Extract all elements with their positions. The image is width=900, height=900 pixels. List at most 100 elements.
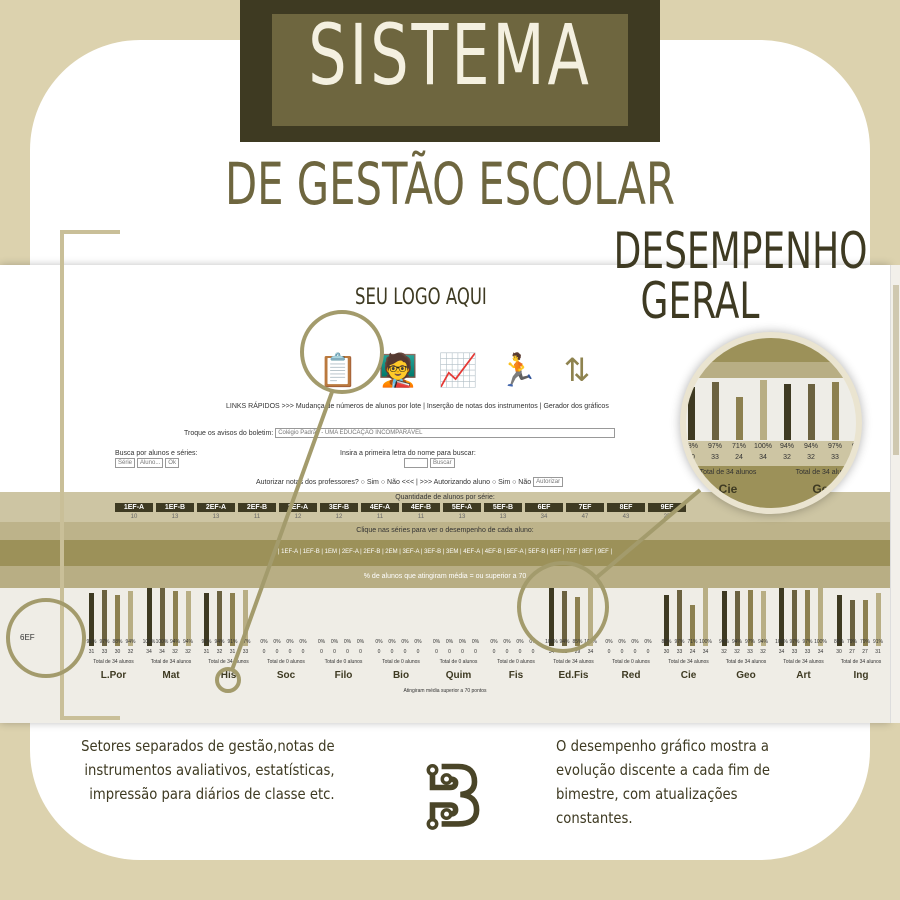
right-description: O desempenho gráfico mostra a evolução d…	[556, 737, 770, 827]
authorize-button[interactable]: Autorizar	[533, 477, 564, 487]
exit-door-icon[interactable]: 🏃	[498, 352, 538, 388]
series-name[interactable]: 5EF-B	[484, 503, 522, 512]
count-label: 0	[633, 649, 637, 655]
authorize-options[interactable]: Autorizar notas dos professores? ○ Sim ○…	[256, 478, 532, 486]
series-cell[interactable]: 1EF-B 13	[156, 503, 194, 520]
teacher-icon[interactable]: 🧑‍🏫	[378, 352, 418, 388]
quick-links[interactable]: LINKS RÁPIDOS >>> Mudança de números de …	[226, 403, 609, 410]
main-title: SISTEMA	[308, 6, 592, 104]
chart-bar	[703, 588, 708, 646]
pct-label: 91%	[872, 639, 883, 645]
series-name[interactable]: 3EF-B	[320, 503, 358, 512]
series-count: 12	[335, 514, 343, 520]
pct-label: 94%	[757, 639, 768, 645]
series-name[interactable]: 9EF	[648, 503, 686, 512]
count-label: 0	[646, 649, 650, 655]
subject-label: Ing	[853, 670, 869, 681]
class-label: 6EF	[20, 633, 35, 642]
subject-label: Geo	[736, 670, 756, 681]
count-label: 0	[518, 649, 522, 655]
series-name[interactable]: 4EF-B	[402, 503, 440, 512]
letter-input[interactable]	[404, 458, 428, 468]
ok-button[interactable]: Ok	[165, 458, 179, 468]
count-label: 27	[849, 649, 855, 655]
total-label: Total de 0 alunos	[612, 659, 650, 665]
count-label: 32	[185, 649, 191, 655]
count-label: 0	[461, 649, 464, 655]
chart-bar	[690, 604, 695, 646]
count-label: 0	[275, 649, 279, 655]
subject-label: Red	[621, 670, 641, 681]
series-name[interactable]: 1EF-A	[115, 503, 153, 512]
chart-bar	[805, 589, 810, 646]
lens-subject-label: Cie	[718, 482, 738, 496]
pct-label: 100%	[814, 639, 827, 645]
lens-bar	[832, 381, 839, 440]
clipboard-check-icon[interactable]: 📋	[318, 352, 358, 388]
series-cell[interactable]: 3EF-B 12	[320, 503, 358, 520]
highlight-circle	[517, 561, 609, 653]
chart-bar	[128, 591, 133, 646]
growth-chart-icon[interactable]: 📈	[438, 352, 478, 388]
series-name[interactable]: 2EF-A	[197, 503, 235, 512]
pct-label: 97%	[744, 639, 755, 645]
series-count: 47	[581, 514, 589, 520]
chart-bar	[243, 589, 248, 646]
brand-logo	[426, 763, 480, 830]
lens-bar	[736, 397, 743, 440]
series-name[interactable]: 2EF-B	[238, 503, 276, 512]
chart-bar	[115, 594, 120, 646]
series-cell[interactable]: 3EF-A 12	[279, 503, 317, 520]
subject-label: Cie	[680, 670, 697, 681]
series-count: 12	[294, 514, 302, 520]
series-name[interactable]: 5EF-A	[443, 503, 481, 512]
series-count: 13	[499, 514, 507, 520]
series-links[interactable]: | 1EF-A | 1EF-B | 1EM | 2EF-A | 2EF-B | …	[277, 549, 613, 555]
chart-footer: Atingiram média superior a 70 pontos	[403, 688, 487, 694]
lens-count-label: 30	[687, 454, 695, 461]
scrollbar[interactable]	[890, 265, 900, 723]
pct-title: % de alunos que atingiram média = ou sup…	[363, 573, 527, 580]
pct-label: 0%	[343, 639, 352, 645]
series-name[interactable]: 7EF	[566, 503, 604, 512]
count-label: 24	[689, 649, 696, 655]
total-label: Total de 0 alunos	[497, 659, 535, 665]
chart-bar	[734, 591, 740, 646]
count-label: 33	[242, 649, 249, 655]
total-label: Total de 0 alunos	[324, 659, 363, 665]
search-button[interactable]: Buscar	[429, 458, 455, 468]
series-name[interactable]: 1EF-B	[156, 503, 194, 512]
lens-count-label: 32	[848, 454, 856, 461]
count-label: 34	[159, 649, 165, 655]
transfer-arrows-icon[interactable]: ⇅	[563, 352, 591, 388]
chart-bar	[562, 591, 567, 646]
count-label: 29	[574, 649, 581, 655]
series-name[interactable]: 8EF	[607, 503, 645, 512]
series-count: 13	[171, 514, 179, 520]
series-name[interactable]: 3EF-A	[279, 503, 317, 512]
serie-select[interactable]: Série	[115, 458, 136, 468]
highlight-circle	[6, 598, 86, 678]
aluno-select[interactable]: Aluno...	[136, 458, 164, 468]
series-name[interactable]: 6EF	[525, 503, 563, 512]
series-name[interactable]: 4EF-A	[361, 503, 399, 512]
notice-input[interactable]: Colégio Padrão - UMA EDUCAÇÃO INCOMPARÁV…	[275, 428, 616, 438]
series-cell[interactable]: 5EF-B 13	[484, 503, 522, 520]
series-count: 43	[622, 514, 630, 520]
count-label: 0	[301, 649, 305, 655]
highlight-circle	[215, 667, 241, 693]
count-label: 0	[346, 649, 349, 655]
lens-subject-label: Geo	[812, 482, 836, 496]
pct-label: 0%	[471, 639, 480, 645]
